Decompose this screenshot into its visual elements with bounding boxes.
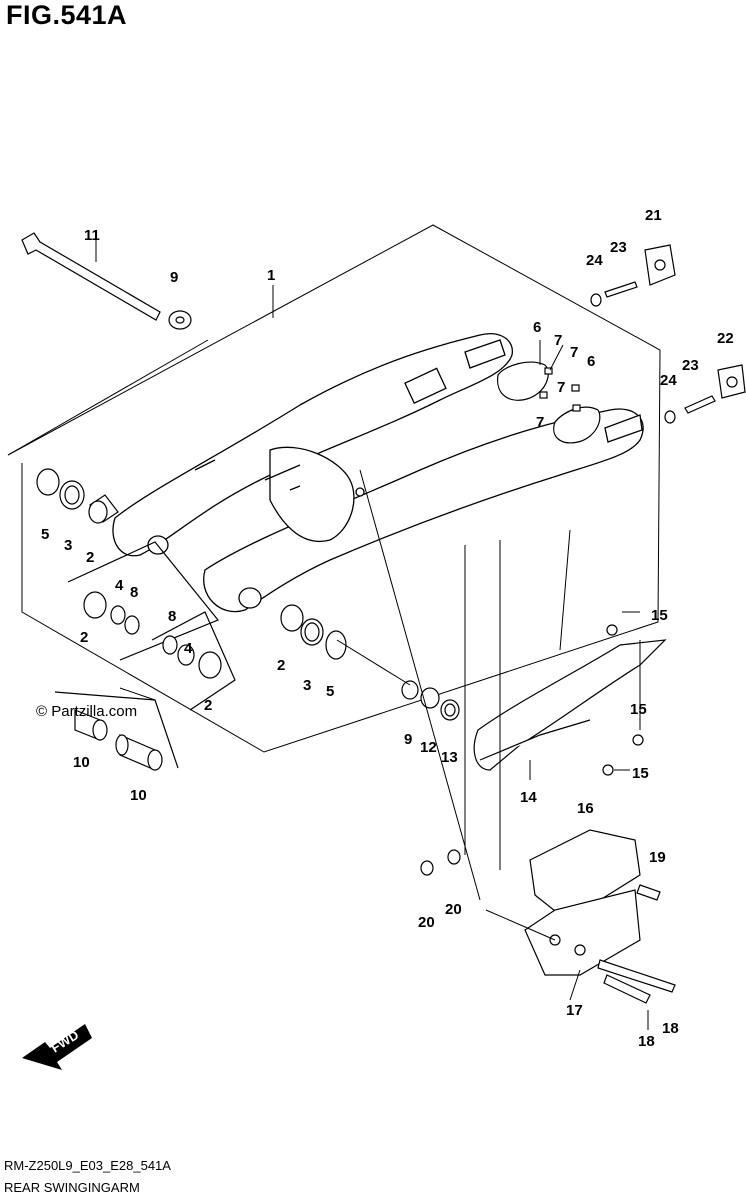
callout-10[interactable]: 10 — [73, 754, 90, 771]
inner-bearing-groups[interactable] — [67, 541, 236, 711]
callout-13[interactable]: 13 — [441, 749, 458, 766]
callout-14[interactable]: 14 — [520, 789, 537, 806]
assembly-frame — [7, 224, 661, 753]
chain-guide[interactable] — [524, 829, 676, 1004]
callout-16[interactable]: 16 — [577, 800, 594, 817]
chain-adjusters[interactable] — [497, 361, 601, 444]
callout-labels: 1 2 2 2 2 3 3 4 4 5 5 6 6 7 7 7 7 8 8 9 … — [41, 207, 734, 1050]
callout-7[interactable]: 7 — [536, 414, 544, 431]
callout-7[interactable]: 7 — [557, 379, 565, 396]
callout-15[interactable]: 15 — [632, 765, 649, 782]
callout-2[interactable]: 2 — [277, 657, 285, 674]
pivot-shaft[interactable] — [21, 232, 192, 330]
footer-diagram-code: RM-Z250L9_E03_E28_541A — [4, 1158, 171, 1173]
fwd-arrow-icon: FWD — [22, 1024, 92, 1070]
callout-23[interactable]: 23 — [682, 357, 699, 374]
footer-diagram-name: REAR SWINGINGARM — [4, 1180, 140, 1195]
callout-24[interactable]: 24 — [660, 372, 677, 389]
callout-21[interactable]: 21 — [645, 207, 662, 224]
chain-slider[interactable] — [473, 624, 667, 776]
callout-9[interactable]: 9 — [170, 269, 178, 286]
callout-2[interactable]: 2 — [80, 629, 88, 646]
swingarm[interactable] — [112, 333, 644, 613]
callout-7[interactable]: 7 — [554, 332, 562, 349]
figure-title: FIG.541A — [6, 0, 128, 30]
spacer-stack[interactable] — [401, 680, 460, 721]
leader-lines — [95, 240, 649, 1030]
callout-6[interactable]: 6 — [587, 353, 595, 370]
callout-19[interactable]: 19 — [649, 849, 666, 866]
callout-22[interactable]: 22 — [717, 330, 734, 347]
callout-17[interactable]: 17 — [566, 1002, 583, 1019]
callout-6[interactable]: 6 — [533, 319, 541, 336]
callout-3[interactable]: 3 — [303, 677, 311, 694]
left-bearing-stack[interactable] — [36, 468, 119, 524]
callout-4[interactable]: 4 — [184, 640, 193, 657]
callout-3[interactable]: 3 — [64, 537, 72, 554]
callout-11[interactable]: 11 — [84, 227, 100, 244]
callout-7[interactable]: 7 — [570, 344, 578, 361]
callout-9[interactable]: 9 — [404, 731, 412, 748]
callout-15[interactable]: 15 — [630, 701, 647, 718]
callout-23[interactable]: 23 — [610, 239, 627, 256]
right-bearing-stack[interactable] — [280, 604, 347, 660]
callout-20[interactable]: 20 — [418, 914, 435, 931]
callout-24[interactable]: 24 — [586, 252, 603, 269]
callout-10[interactable]: 10 — [130, 787, 147, 804]
watermark-text: © Partzilla.com — [36, 703, 137, 720]
callout-8[interactable]: 8 — [130, 584, 138, 601]
callout-20[interactable]: 20 — [445, 901, 462, 918]
callout-5[interactable]: 5 — [41, 526, 49, 543]
callout-2[interactable]: 2 — [204, 697, 212, 714]
callout-5[interactable]: 5 — [326, 683, 334, 700]
callout-4[interactable]: 4 — [115, 577, 124, 594]
callout-8[interactable]: 8 — [168, 608, 176, 625]
callout-18[interactable]: 18 — [638, 1033, 655, 1050]
callout-1[interactable]: 1 — [267, 267, 275, 284]
axle-adjusters[interactable] — [590, 244, 746, 424]
callout-2[interactable]: 2 — [86, 549, 94, 566]
callout-18[interactable]: 18 — [662, 1020, 679, 1037]
washers-20[interactable] — [420, 849, 461, 876]
callout-15[interactable]: 15 — [651, 607, 668, 624]
callout-12[interactable]: 12 — [420, 739, 437, 756]
